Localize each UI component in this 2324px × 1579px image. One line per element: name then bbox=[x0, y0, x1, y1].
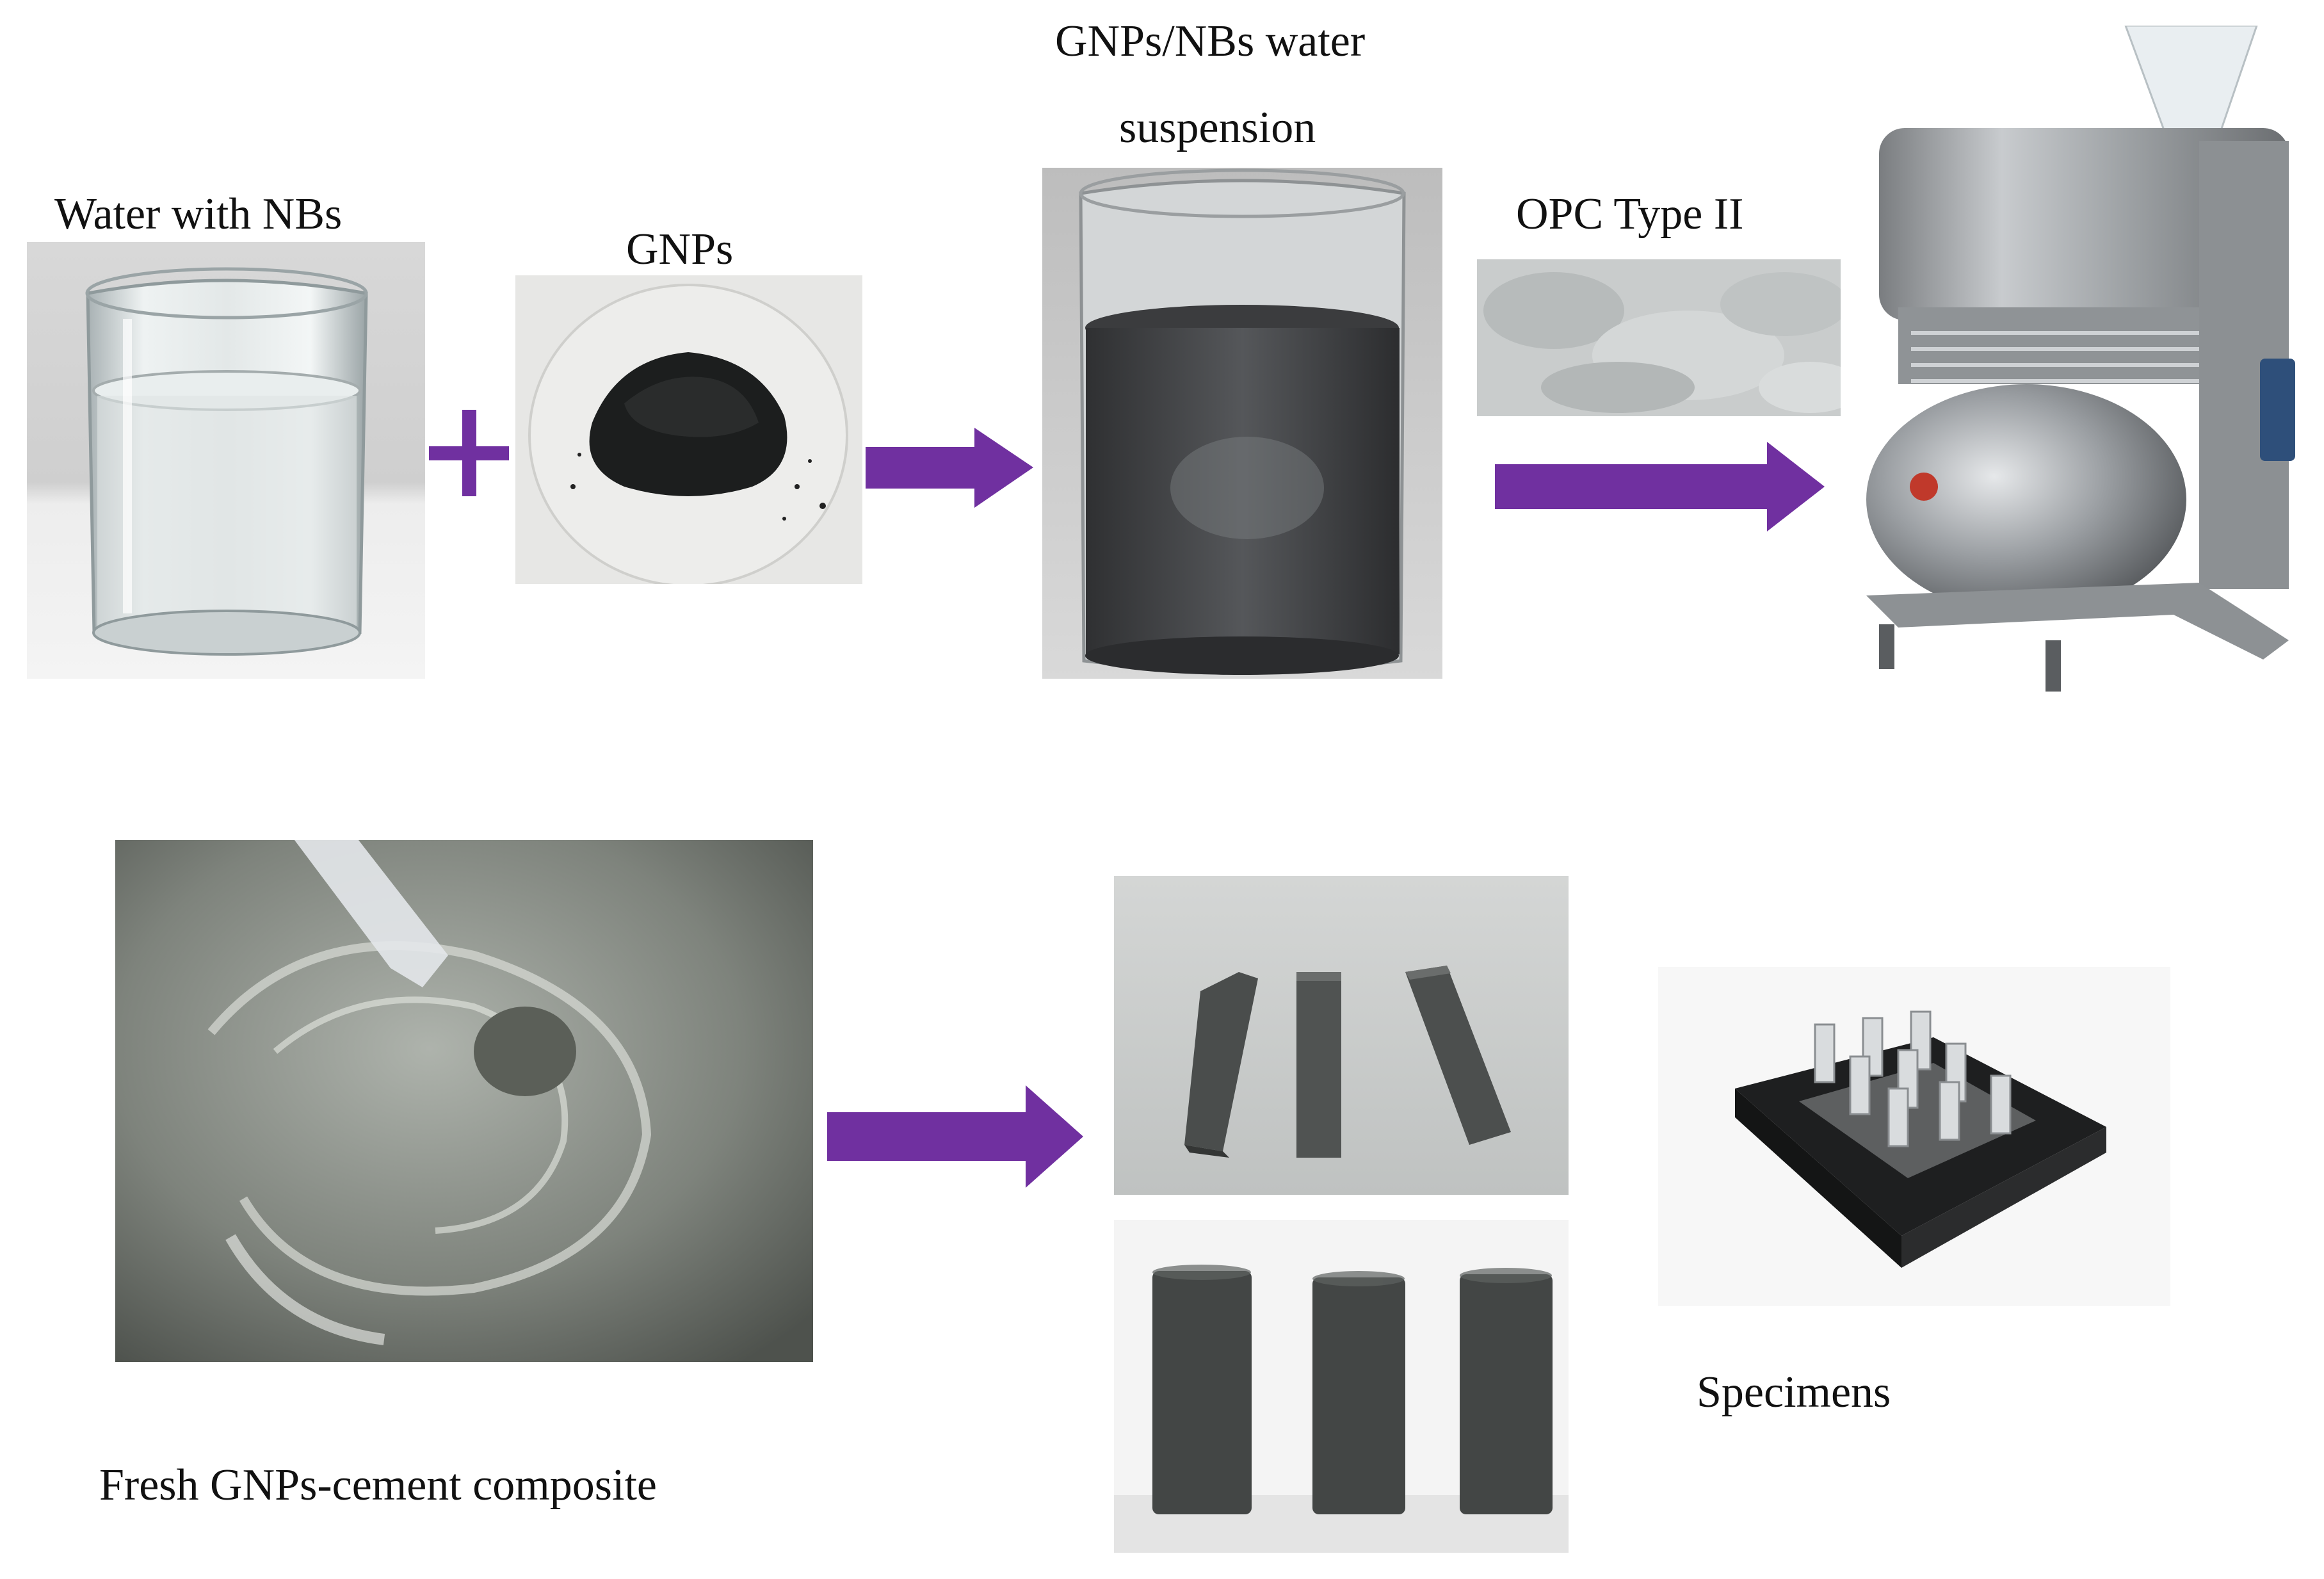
label-fresh-composite: Fresh GNPs-cement composite bbox=[99, 1461, 657, 1510]
label-gnps: GNPs bbox=[626, 225, 734, 274]
right-arrow-icon bbox=[866, 428, 1033, 508]
label-suspension-line1: GNPs/NBs water bbox=[1055, 17, 1366, 66]
label-water-with-nbs: Water with NBs bbox=[54, 190, 343, 239]
photo-opc-powder bbox=[1477, 259, 1856, 416]
label-specimens: Specimens bbox=[1697, 1368, 1891, 1417]
photo-prism-specimens bbox=[1114, 876, 1569, 1195]
photo-gnps-powder bbox=[515, 275, 862, 584]
photo-electrode-mold bbox=[1658, 967, 2170, 1306]
photo-cylinder-specimens bbox=[1114, 1220, 1569, 1553]
label-suspension-line2: suspension bbox=[1119, 103, 1316, 152]
plus-icon bbox=[429, 410, 509, 496]
right-arrow-icon bbox=[1495, 442, 1825, 531]
label-opc: OPC Type II bbox=[1516, 190, 1744, 239]
photo-suspension-beaker bbox=[1042, 168, 1442, 679]
right-arrow-icon bbox=[827, 1085, 1083, 1188]
photo-water-glass bbox=[27, 242, 425, 679]
photo-mixer bbox=[1841, 26, 2318, 724]
photo-fresh-composite bbox=[115, 840, 813, 1362]
